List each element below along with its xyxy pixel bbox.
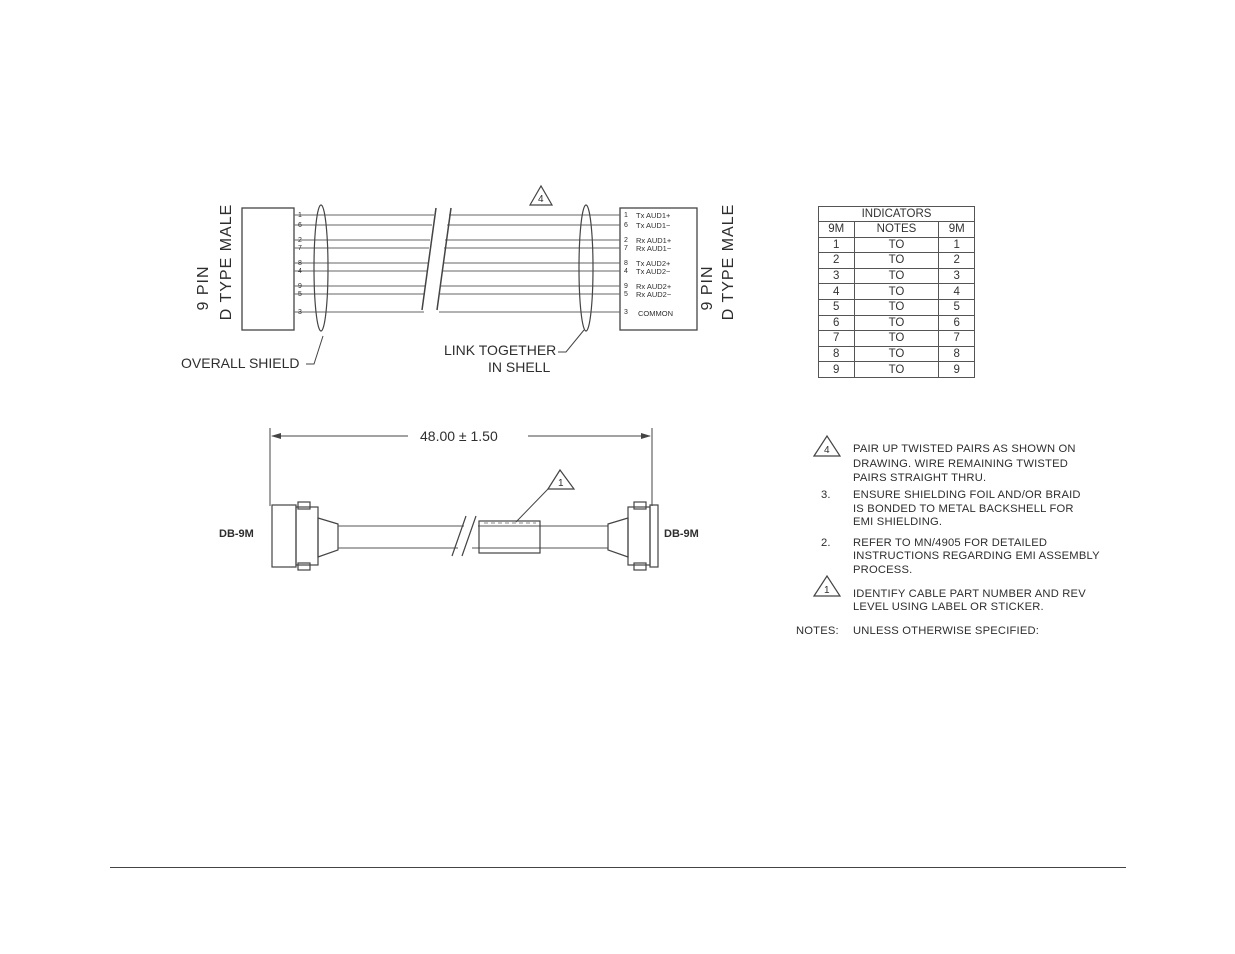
note3-marker: 3. bbox=[821, 489, 831, 501]
right-pin-9: 9 bbox=[624, 283, 628, 290]
left-db9-connector bbox=[271, 501, 339, 571]
note3-line1: ENSURE SHIELDING FOIL AND/OR BRAID bbox=[853, 489, 1081, 501]
link-shell-ellipse bbox=[578, 204, 594, 332]
note2-line3: PROCESS. bbox=[853, 564, 912, 576]
left-db9-label: DB-9M bbox=[219, 528, 254, 540]
right-connector-label-line1: 9 PIN bbox=[699, 265, 716, 310]
right-connector-box bbox=[619, 207, 698, 331]
cable-length-dimension: 48.00 ± 1.50 bbox=[420, 428, 498, 444]
note1-marker-number: 1 bbox=[824, 585, 830, 596]
left-connector-label-line2: D TYPE MALE bbox=[218, 204, 235, 321]
note3-line3: EMI SHIELDING. bbox=[853, 516, 942, 528]
header-notes: NOTES bbox=[853, 221, 940, 238]
left-pin-9: 9 bbox=[298, 283, 302, 290]
right-db9-label: DB-9M bbox=[664, 528, 699, 540]
note1-triangle-number: 1 bbox=[558, 478, 564, 489]
note4-line1: PAIR UP TWISTED PAIRS AS SHOWN ON bbox=[853, 443, 1076, 455]
left-pin-5: 5 bbox=[298, 291, 302, 298]
note4-marker-icon bbox=[812, 434, 842, 457]
left-pin-2: 2 bbox=[298, 237, 302, 244]
left-connector-box bbox=[241, 207, 295, 331]
indicators-title: INDICATORS bbox=[818, 206, 975, 222]
right-connector-label-line2: D TYPE MALE bbox=[720, 204, 737, 321]
left-pin-7: 7 bbox=[298, 245, 302, 252]
signal-rx-aud2-minus: Rx AUD2− bbox=[636, 290, 672, 299]
wiring-schematic: 9 PIN D TYPE MALE 9 PIN D TYPE MALE 1 6 … bbox=[181, 184, 737, 375]
note1-triangle-icon bbox=[546, 468, 576, 490]
note4-line3: PAIRS STRAIGHT THRU. bbox=[853, 472, 986, 484]
note4-line2: DRAWING. WIRE REMAINING TWISTED bbox=[853, 458, 1068, 470]
header-9m-left: 9M bbox=[818, 221, 855, 238]
header-9m-right: 9M bbox=[938, 221, 975, 238]
right-db9-connector bbox=[607, 501, 659, 571]
cable-break-left bbox=[451, 515, 467, 557]
overall-shield-label: OVERALL SHIELD bbox=[181, 355, 300, 371]
right-pin-2: 2 bbox=[624, 237, 628, 244]
signal-common: COMMON bbox=[638, 309, 673, 318]
left-pin-6: 6 bbox=[298, 222, 302, 229]
note4-triangle-icon bbox=[528, 184, 554, 206]
cable-assembly-view: 48.00 ± 1.50 DB-9M 1 DB- bbox=[219, 428, 699, 571]
note1-line1: IDENTIFY CABLE PART NUMBER AND REV bbox=[853, 588, 1086, 600]
dimension-arrow-left bbox=[271, 433, 281, 439]
right-pin-5: 5 bbox=[624, 291, 628, 298]
left-pin-4: 4 bbox=[298, 268, 302, 275]
overall-shield-leader bbox=[306, 335, 324, 365]
note2-line2: INSTRUCTIONS REGARDING EMI ASSEMBLY bbox=[853, 550, 1100, 562]
signal-tx-aud2-plus: Tx AUD2+ bbox=[636, 259, 671, 268]
note1-marker-icon bbox=[812, 574, 842, 597]
signal-rx-aud1-plus: Rx AUD1+ bbox=[636, 236, 672, 245]
signal-tx-aud1-minus: Tx AUD1− bbox=[636, 221, 671, 230]
note3-line2: IS BONDED TO METAL BACKSHELL FOR bbox=[853, 503, 1074, 515]
note4-marker-number: 4 bbox=[824, 445, 830, 456]
right-pin-1: 1 bbox=[624, 212, 628, 219]
link-together-label-line1: LINK TOGETHER bbox=[444, 342, 556, 358]
cable-label-sleeve bbox=[478, 520, 541, 554]
notes-heading-label: NOTES: bbox=[796, 625, 839, 637]
right-pin-3: 3 bbox=[624, 309, 628, 316]
cable-break-right bbox=[461, 515, 477, 557]
signal-tx-aud1-plus: Tx AUD1+ bbox=[636, 211, 671, 220]
signal-rx-aud1-minus: Rx AUD1− bbox=[636, 244, 672, 253]
note1-leader bbox=[515, 488, 549, 523]
right-pin-6: 6 bbox=[624, 222, 628, 229]
signal-rx-aud2-plus: Rx AUD2+ bbox=[636, 282, 672, 291]
right-pin-7: 7 bbox=[624, 245, 628, 252]
wires bbox=[294, 214, 620, 313]
note2-marker: 2. bbox=[821, 537, 831, 549]
right-pin-4: 4 bbox=[624, 268, 628, 275]
left-pin-1: 1 bbox=[298, 212, 302, 219]
break-mark-left bbox=[421, 207, 437, 311]
note4-triangle-number: 4 bbox=[538, 194, 544, 205]
left-pin-3: 3 bbox=[298, 309, 302, 316]
right-pin-8: 8 bbox=[624, 260, 628, 267]
left-connector-label-line1: 9 PIN bbox=[195, 265, 212, 310]
link-shell-leader bbox=[558, 329, 585, 353]
note1-line2: LEVEL USING LABEL OR STICKER. bbox=[853, 601, 1044, 613]
break-mark-right bbox=[436, 207, 452, 311]
overall-shield-ellipse bbox=[313, 204, 329, 332]
notes-heading-text: UNLESS OTHERWISE SPECIFIED: bbox=[853, 625, 1039, 637]
notes-block: 4 PAIR UP TWISTED PAIRS AS SHOWN ON DRAW… bbox=[796, 434, 1100, 637]
left-pin-8: 8 bbox=[298, 260, 302, 267]
note2-line1: REFER TO MN/4905 FOR DETAILED bbox=[853, 537, 1047, 549]
dimension-arrow-right bbox=[641, 433, 651, 439]
footer-rule bbox=[110, 867, 1126, 868]
link-together-label-line2: IN SHELL bbox=[488, 359, 550, 375]
signal-tx-aud2-minus: Tx AUD2− bbox=[636, 267, 671, 276]
